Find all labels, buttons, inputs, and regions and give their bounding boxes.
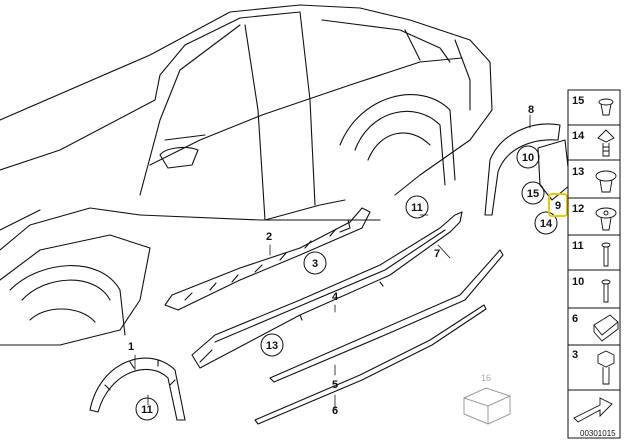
side-label-10: 10 [572,276,584,288]
callout-10: 10 [522,152,534,164]
callout-16: 16 [481,373,491,383]
part-5-strip [269,249,504,383]
callout-14: 14 [540,218,553,230]
diagram-code: 00301015 [580,429,616,438]
callout-circle-11b [135,397,159,421]
part-16-box [463,387,511,425]
callout-2: 2 [266,231,272,243]
side-label-13: 13 [572,166,584,178]
callout-3: 3 [312,258,318,270]
callout-11b: 11 [141,404,153,416]
clip-12-icon [595,207,617,231]
bolt-3-icon [597,350,615,385]
side-label-11: 11 [572,240,584,252]
callout-1: 1 [128,341,134,353]
clip-13-icon [595,170,617,193]
part-8-wheel-arch [484,123,561,216]
callout-7: 7 [434,248,440,260]
part-2-bracket [164,207,371,311]
clip-14-icon [597,129,615,157]
callout-6: 6 [332,405,338,417]
leader-lines [134,114,531,411]
clip-6-icon [593,314,619,342]
side-label-3: 3 [572,349,578,361]
callout-13: 13 [266,340,278,352]
callout-5: 5 [332,379,338,391]
callout-circle-14 [534,211,558,235]
part-1-wheel-arch [89,357,186,421]
highlight-box-9 [548,193,568,217]
side-label-14: 14 [572,130,585,142]
side-label-15: 15 [572,95,584,107]
callout-9: 9 [555,200,561,212]
callout-circle-13 [260,333,284,357]
screw-10-icon [601,279,611,303]
callout-15: 15 [527,188,539,200]
screw-11-icon [601,242,611,267]
callout-11a: 11 [411,202,423,214]
vehicle-outline [0,4,493,346]
arrow-icon [573,397,613,423]
callouts: 1 2 4 5 6 7 8 3 13 11 11 10 15 14 9 16 [128,104,568,425]
side-panel: 15 14 13 12 11 10 6 3 [567,89,621,439]
callout-4: 4 [332,291,339,303]
callout-circle-10 [516,145,540,169]
clip-15-icon [598,98,614,116]
callout-circle-11a [405,195,429,219]
part-4-sill-cover [191,211,463,369]
part-6-strip [254,304,487,425]
side-label-12: 12 [572,203,584,215]
callout-circle-3 [303,251,327,275]
callout-circle-15 [521,181,545,205]
part-9-mudflap [537,139,571,201]
callout-8: 8 [528,104,534,116]
side-label-6: 6 [572,313,578,325]
